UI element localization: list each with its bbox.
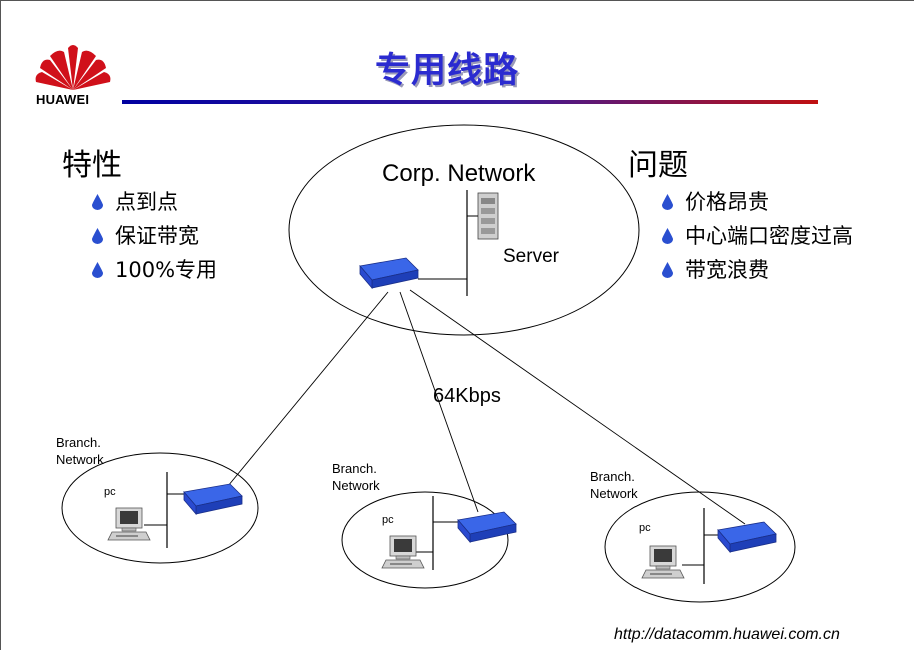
branch-router-icon bbox=[717, 521, 777, 553]
bullet-drop-icon bbox=[662, 228, 673, 244]
list-item: 点到点 bbox=[92, 185, 217, 219]
feature-text: 保证带宽 bbox=[115, 224, 199, 248]
server-icon bbox=[477, 192, 499, 240]
title-divider bbox=[122, 100, 818, 104]
pc-label: pc bbox=[639, 522, 651, 534]
bullet-drop-icon bbox=[662, 262, 673, 278]
feature-text: 点到点 bbox=[115, 190, 178, 214]
wan-link bbox=[409, 289, 746, 525]
pc-icon bbox=[107, 507, 151, 541]
footer-url: http://datacomm.huawei.com.cn bbox=[614, 626, 840, 643]
branch-router-icon bbox=[183, 483, 243, 515]
features-heading: 特性 bbox=[62, 148, 122, 183]
branch-router-icon bbox=[457, 511, 517, 543]
pc-label: pc bbox=[382, 514, 394, 526]
branch-label: Branch. Network bbox=[56, 435, 104, 467]
wan-link bbox=[227, 291, 389, 487]
server-label: Server bbox=[503, 246, 559, 267]
branch-label: Branch. Network bbox=[332, 461, 380, 493]
problem-text: 中心端口密度过高 bbox=[685, 224, 853, 248]
link-speed-label: 64Kbps bbox=[433, 385, 501, 407]
feature-text: 100%专用 bbox=[115, 258, 218, 282]
list-item: 100%专用 bbox=[92, 253, 217, 287]
list-item: 中心端口密度过高 bbox=[662, 219, 853, 253]
list-item: 价格昂贵 bbox=[662, 185, 853, 219]
page-title: 专用线路 bbox=[375, 51, 520, 91]
wan-link bbox=[399, 291, 479, 513]
features-list: 点到点 保证带宽 100%专用 bbox=[92, 185, 217, 287]
branch-label: Branch. Network bbox=[590, 469, 638, 501]
problem-text: 价格昂贵 bbox=[685, 190, 769, 214]
problems-heading: 问题 bbox=[628, 148, 688, 183]
bullet-drop-icon bbox=[662, 194, 673, 210]
branch-network-ellipse bbox=[604, 491, 796, 603]
corp-network-ellipse bbox=[288, 124, 640, 336]
list-item: 保证带宽 bbox=[92, 219, 217, 253]
branch-network-ellipse bbox=[341, 491, 509, 589]
pc-label: pc bbox=[104, 486, 116, 498]
corp-network-label: Corp. Network bbox=[382, 160, 536, 187]
list-item: 带宽浪费 bbox=[662, 253, 853, 287]
bullet-drop-icon bbox=[92, 228, 103, 244]
huawei-logo-icon bbox=[35, 45, 111, 90]
logo-text: HUAWEI bbox=[36, 92, 90, 107]
problem-text: 带宽浪费 bbox=[685, 258, 769, 282]
bullet-drop-icon bbox=[92, 262, 103, 278]
corp-router-icon bbox=[359, 257, 419, 289]
pc-icon bbox=[641, 545, 685, 579]
bullet-drop-icon bbox=[92, 194, 103, 210]
problems-list: 价格昂贵 中心端口密度过高 带宽浪费 bbox=[662, 185, 853, 287]
branch-network-ellipse bbox=[61, 452, 259, 564]
